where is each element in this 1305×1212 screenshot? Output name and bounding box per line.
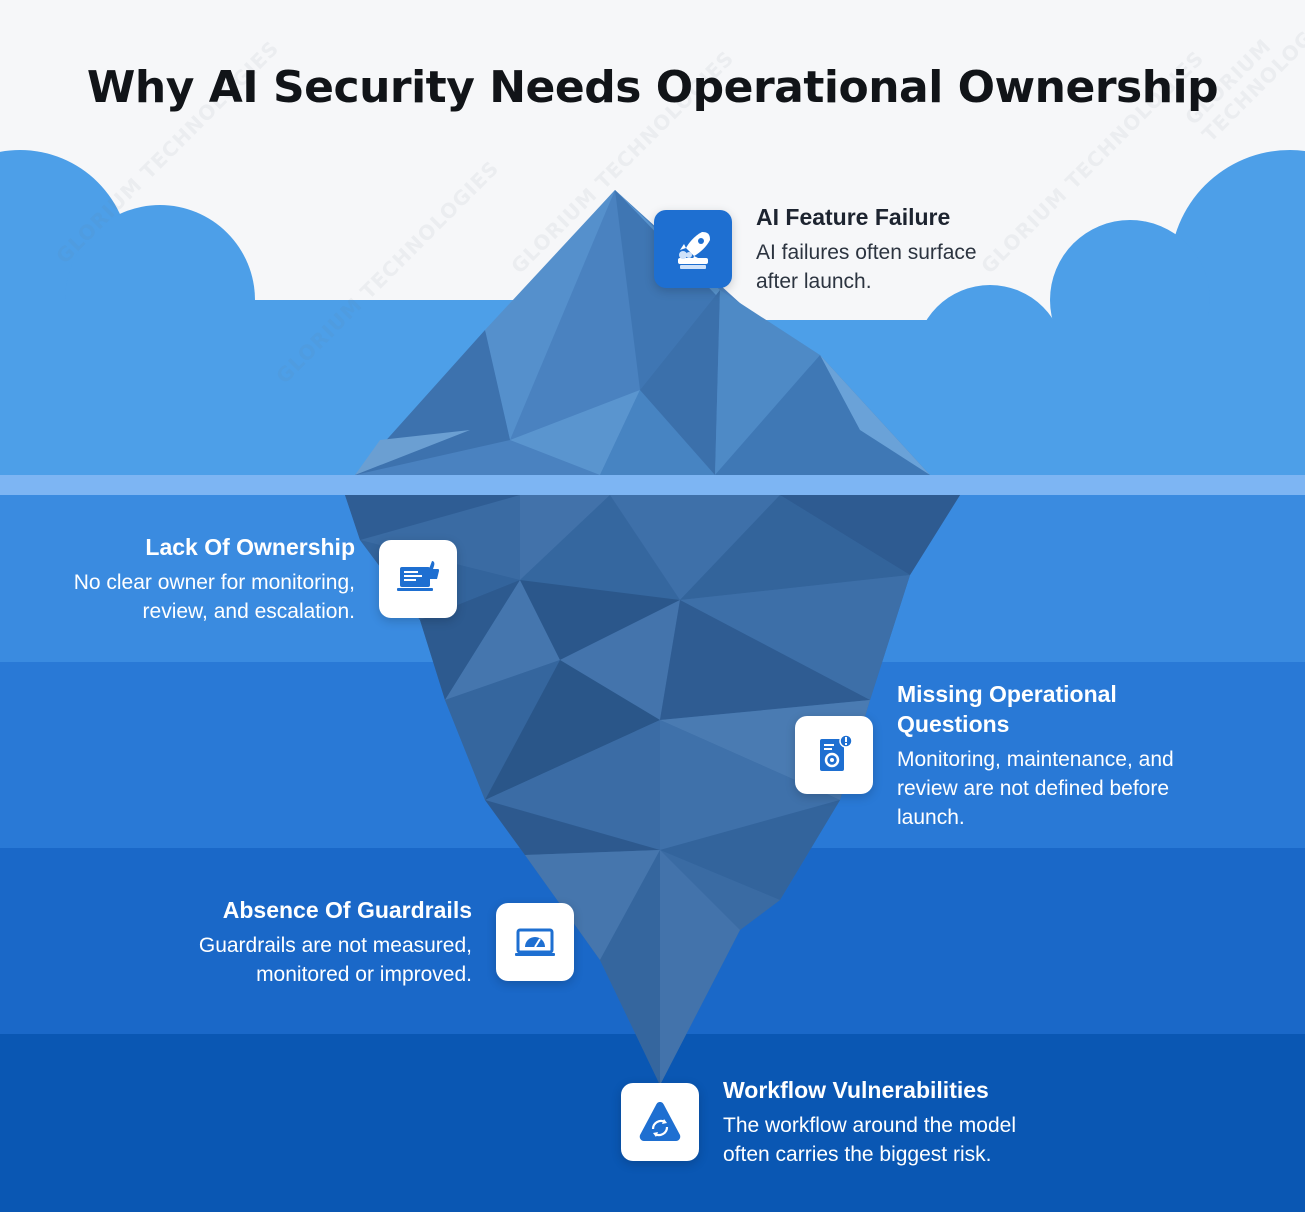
laptop-thumbs-up-icon	[397, 561, 439, 591]
layer-1-text-line: after launch.	[756, 270, 872, 293]
layer-4-icon-box	[496, 903, 574, 981]
layer-3-title-line: Missing Operational	[897, 681, 1117, 707]
layer-3-text-line: launch.	[897, 806, 965, 829]
layer-3-title-line: Questions	[897, 711, 1010, 737]
layer-2-icon-box	[379, 540, 457, 618]
layer-1-icon-box	[654, 210, 732, 288]
layer-3-icon-box	[795, 716, 873, 794]
layer-4-text-line: Guardrails are not measured,	[198, 934, 472, 957]
layer-3-card: Missing Operational Questions Monitoring…	[897, 679, 1227, 832]
iceberg-underwater	[345, 495, 960, 1085]
layer-4-text: Guardrails are not measured, monitored o…	[140, 931, 472, 989]
layer-5-icon-box	[621, 1083, 699, 1161]
layer-3-title: Missing Operational Questions	[897, 679, 1227, 739]
document-gear-alert-icon	[820, 734, 853, 771]
layer-1-text-line: AI failures often surface	[756, 241, 977, 264]
layer-1-text: AI failures often surface after launch.	[756, 238, 1076, 296]
layer-2-text-line: review, and escalation.	[142, 600, 355, 623]
laptop-gauge-icon	[515, 928, 555, 956]
cycle-triangle-icon	[639, 1102, 681, 1141]
layer-2-text: No clear owner for monitoring, review, a…	[20, 568, 355, 626]
layer-5-text-line: often carries the biggest risk.	[723, 1143, 992, 1166]
rocket-icon	[678, 232, 710, 269]
layer-4-title: Absence Of Guardrails	[222, 897, 472, 923]
layer-4-card: Absence Of Guardrails Guardrails are not…	[140, 895, 472, 989]
layer-5-text-line: The workflow around the model	[723, 1114, 1016, 1137]
layer-1-card: AI Feature Failure AI failures often sur…	[756, 202, 1076, 296]
layer-5-text: The workflow around the model often carr…	[723, 1111, 1083, 1169]
layer-5-card: Workflow Vulnerabilities The workflow ar…	[723, 1075, 1083, 1169]
layer-2-title: Lack Of Ownership	[145, 534, 355, 560]
layer-2-card: Lack Of Ownership No clear owner for mon…	[20, 532, 355, 626]
layer-3-text: Monitoring, maintenance, and review are …	[897, 745, 1227, 832]
layer-4-text-line: monitored or improved.	[256, 963, 472, 986]
page-title: Why AI Security Needs Operational Owners…	[86, 62, 1219, 113]
waterline	[0, 475, 1305, 495]
layer-3-text-line: review are not defined before	[897, 777, 1170, 800]
layer-5-title: Workflow Vulnerabilities	[723, 1077, 989, 1103]
layer-1-title: AI Feature Failure	[756, 204, 951, 230]
layer-2-text-line: No clear owner for monitoring,	[73, 571, 355, 594]
layer-3-text-line: Monitoring, maintenance, and	[897, 748, 1174, 771]
